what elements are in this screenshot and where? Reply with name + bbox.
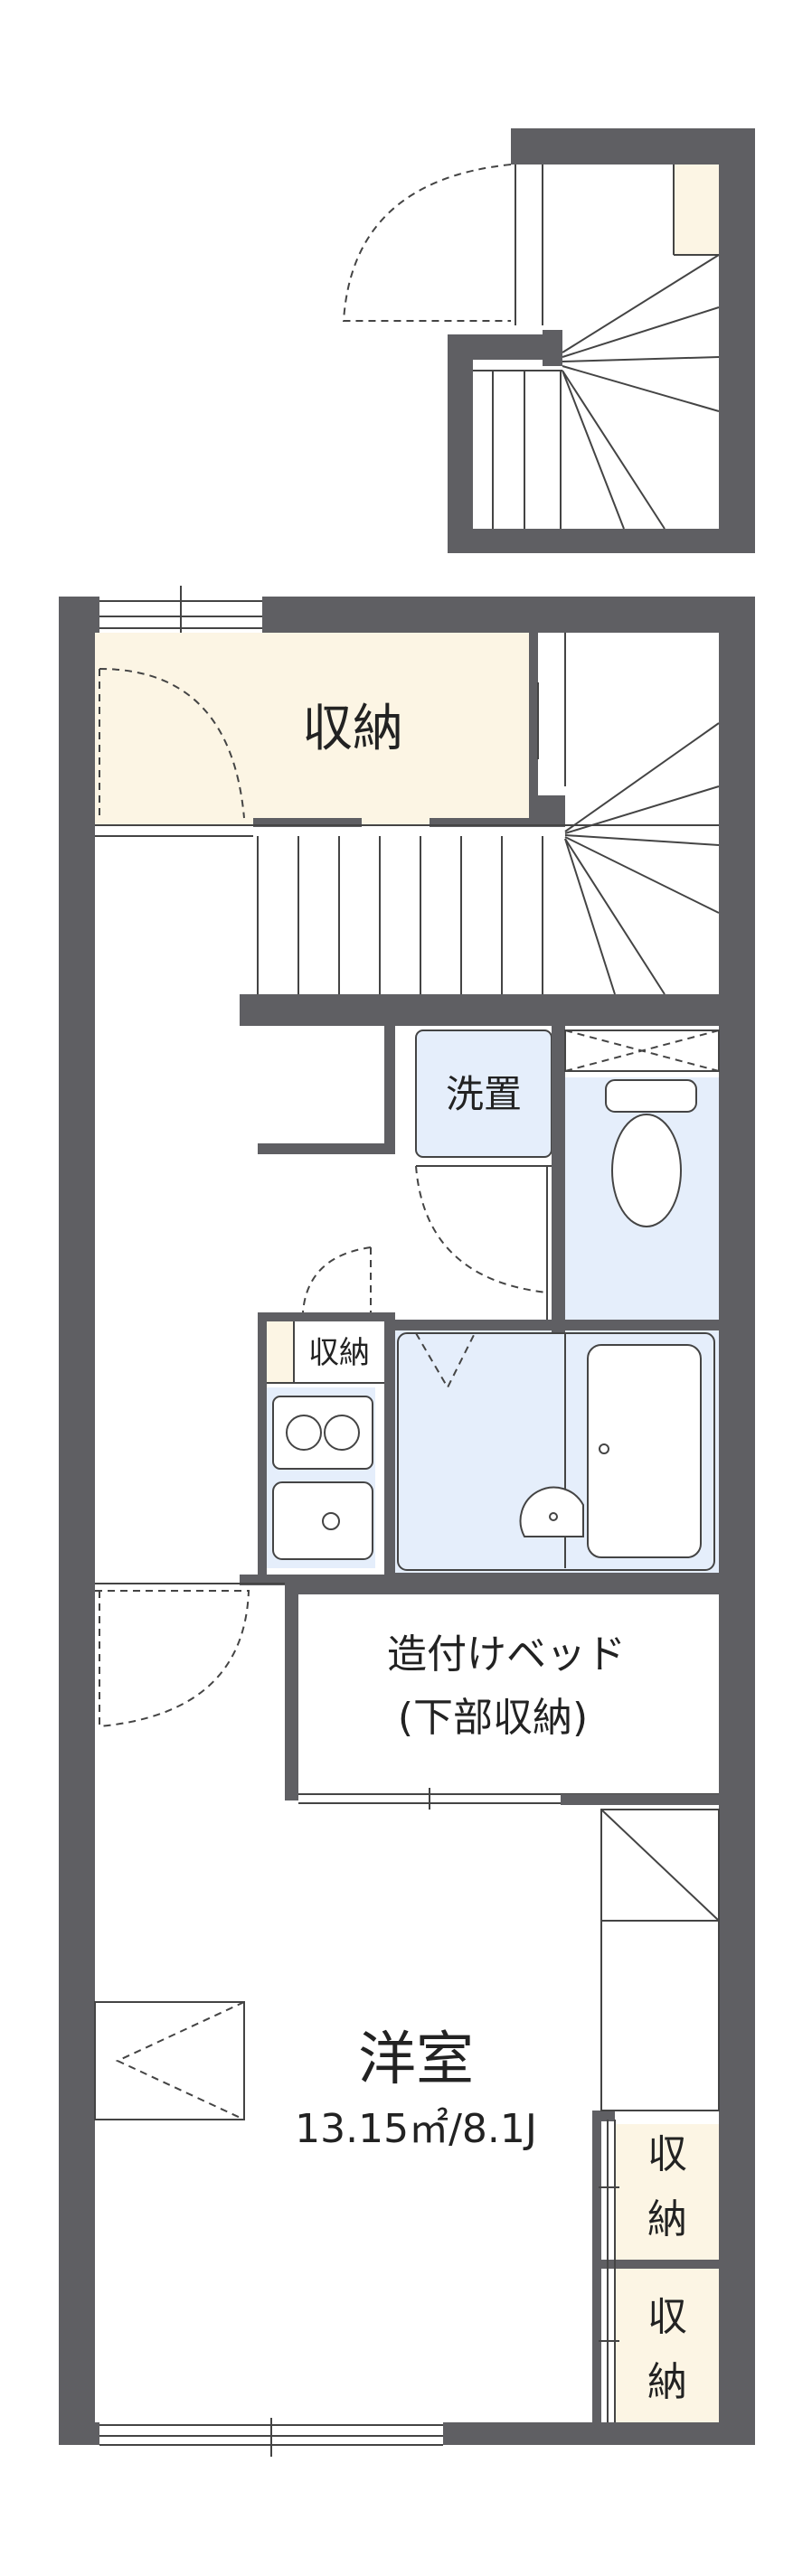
storage-top-fill — [95, 633, 529, 825]
western-room-name: 洋室 — [358, 2026, 474, 2093]
loft-bed-wall-bottom-right — [561, 1794, 719, 1805]
washer-space-label: 洗置 — [446, 1072, 522, 1116]
loft-door-swing — [342, 164, 512, 322]
washbasin-drain — [549, 1512, 558, 1521]
closet-2-fill — [615, 2269, 719, 2422]
loft-bed-walls — [285, 1584, 719, 1800]
bathroom-door-swing — [415, 1332, 476, 1390]
wall-bottom-right — [443, 2422, 755, 2445]
western-room-size: 13.15㎡/8.1J — [295, 2106, 537, 2152]
bathtub-drain — [599, 1443, 609, 1454]
washroom-door-swing — [415, 1165, 548, 1293]
kitchen-sink — [272, 1481, 373, 1560]
western-room-storage-unit — [600, 1809, 720, 2111]
loft-section — [342, 128, 755, 553]
loft-wall-left-lower — [448, 334, 473, 553]
bathroom-unit-outline — [397, 1332, 715, 1571]
bottom-window — [99, 2418, 443, 2457]
toilet-closet — [564, 1029, 720, 1072]
main-stairs — [257, 633, 720, 995]
closet-1-label-top: 収 — [647, 2131, 687, 2177]
top-window — [99, 586, 262, 633]
outer-walls — [59, 597, 755, 2445]
loft-wall-left-upper — [511, 128, 533, 165]
bathroom-walls — [389, 1320, 719, 1584]
kitchen-storage-fill — [262, 1320, 294, 1383]
aircon-unit — [94, 2001, 245, 2120]
loft-wall-bottom — [448, 529, 755, 553]
closet-walls — [592, 2111, 719, 2422]
loft-stair-treads — [473, 254, 720, 530]
wall-bottom-left — [59, 2422, 99, 2445]
washbasin — [519, 1486, 584, 1537]
kitchen-storage-label: 収納 — [308, 1335, 370, 1371]
closet-2-label-bottom: 納 — [647, 2359, 687, 2405]
loft-wall-step — [448, 334, 561, 360]
wall-right — [719, 597, 755, 2445]
bathtub — [587, 1344, 702, 1558]
kitchen-storage-door-swing — [302, 1246, 372, 1313]
stair-landing-wall — [240, 994, 719, 1026]
closet-1-label-bottom: 納 — [647, 2196, 687, 2242]
loft-wall-left-mid — [543, 330, 562, 366]
closet-2-label-top: 収 — [647, 2294, 687, 2340]
storage-top-walls — [95, 633, 719, 837]
wall-top-left — [59, 597, 99, 633]
loft-bed-label-line2: (下部収納) — [398, 1695, 588, 1741]
wall-top-right — [262, 597, 755, 633]
toilet-bowl — [605, 1079, 697, 1227]
loft-wall-right — [719, 128, 755, 553]
stove — [272, 1396, 373, 1470]
storage-top-label: 収納 — [302, 700, 403, 758]
closet-1-fill — [615, 2124, 719, 2260]
loft-wall-top — [511, 128, 755, 165]
wall-left — [59, 597, 95, 2445]
loft-landing-fill — [674, 165, 719, 255]
storage-top-door-swing — [99, 668, 245, 819]
entry-door-swing — [95, 1590, 250, 1727]
loft-bed-label-line1: 造付けベッド — [387, 1631, 626, 1678]
closet-doors — [599, 2120, 619, 2422]
washer-walls — [258, 1026, 565, 1333]
